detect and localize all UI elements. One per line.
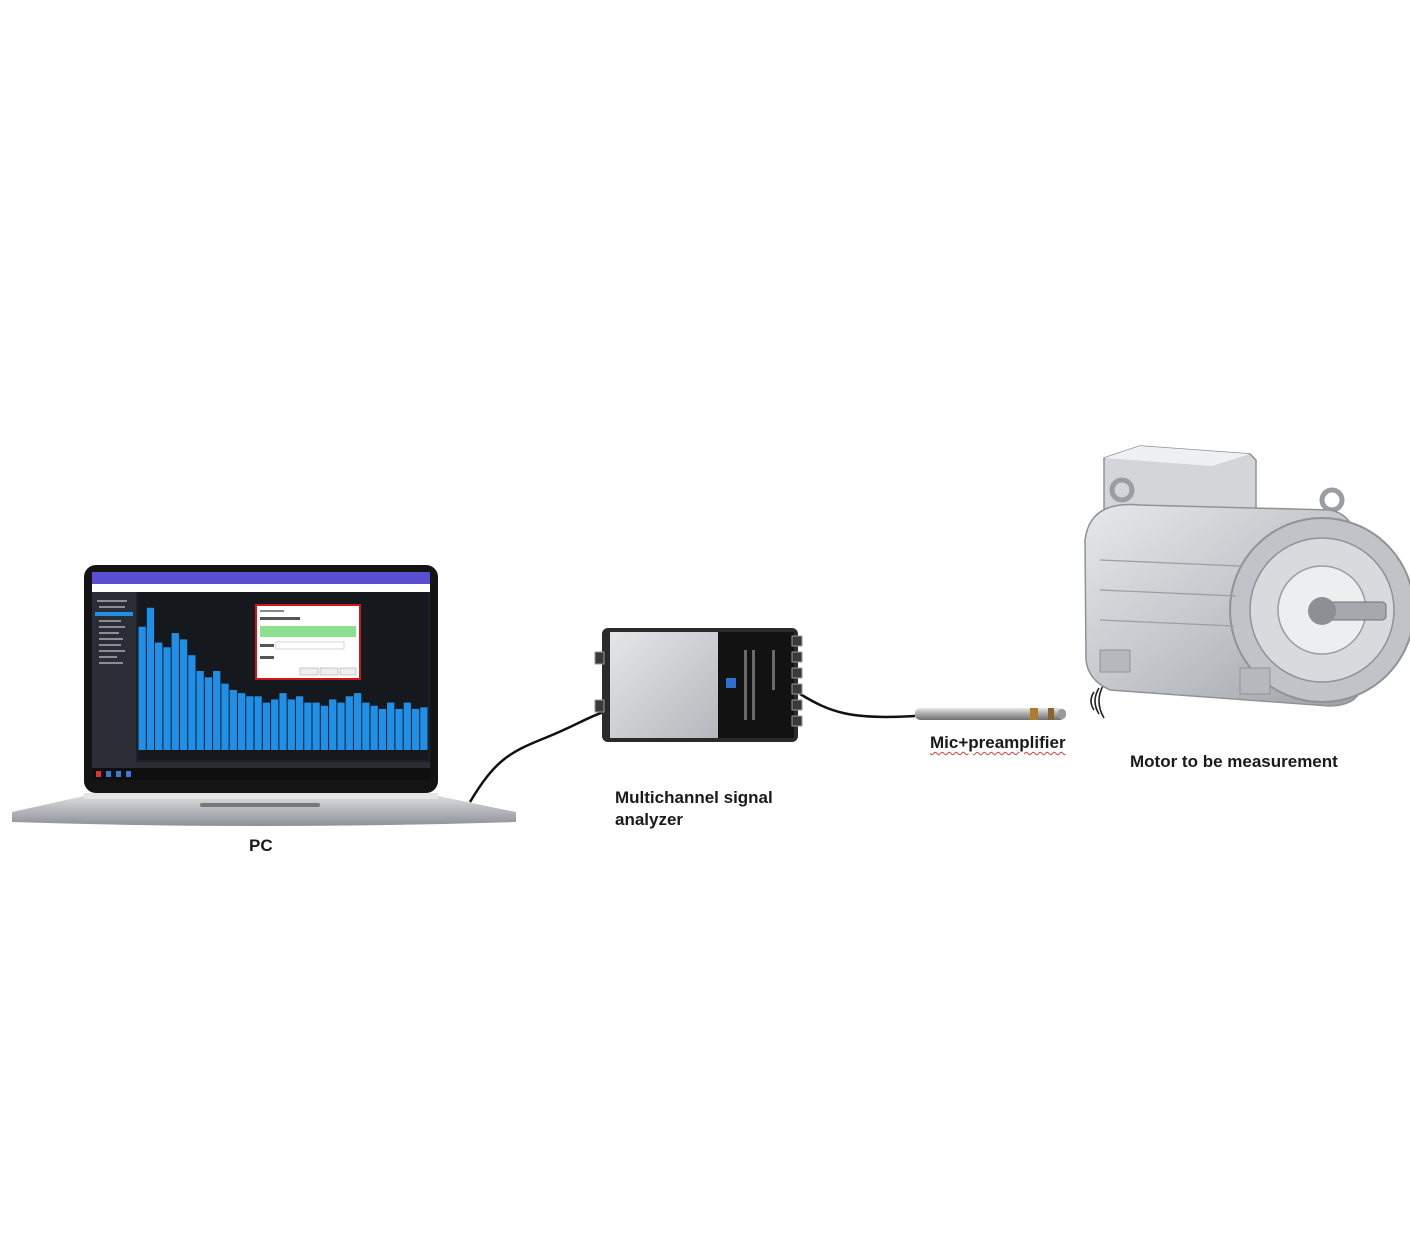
screen-bar [179, 639, 188, 750]
screen-bar [295, 696, 304, 750]
screen-bar [279, 693, 287, 750]
screen-bar [420, 707, 428, 750]
cable-pc-analyzer [468, 710, 605, 803]
screen-bar [287, 699, 295, 750]
screen-bar [138, 626, 146, 750]
screen-bar [171, 633, 179, 750]
screen-bar [362, 702, 370, 750]
analyzer-label: Multichannel signal analyzer [615, 788, 773, 829]
pc-label: PC [249, 836, 273, 855]
screen-bar [213, 671, 221, 750]
screen-bar [320, 705, 329, 750]
screen-bar [395, 708, 403, 750]
screen-bar [411, 708, 420, 750]
signal-analyzer-icon [594, 628, 803, 742]
screen-bar [271, 699, 279, 750]
mic-label: Mic+preamplifier [930, 733, 1066, 752]
screen-titlebar [92, 572, 430, 584]
screen-dialog [255, 604, 361, 680]
screen-sidebar [92, 592, 136, 768]
screen-bar [353, 693, 362, 750]
screen-bar [196, 671, 204, 750]
cable-analyzer-mic [799, 692, 916, 719]
screen-bar [229, 689, 237, 750]
screen-bar [262, 702, 271, 750]
screen-bar [378, 708, 387, 750]
screen-bar [254, 696, 262, 750]
laptop-icon [12, 565, 516, 826]
screen-bar [403, 702, 411, 750]
microphone-icon [915, 708, 1066, 720]
screen-bar [329, 699, 337, 750]
screen-bar [387, 702, 395, 750]
screen-bar [304, 702, 312, 750]
screen-taskbar [92, 768, 430, 780]
screen-bar [370, 705, 378, 750]
screen-bar [163, 647, 171, 750]
sound-waves-icon [1090, 683, 1105, 719]
screen-bar [188, 655, 196, 750]
screen-bar [312, 702, 320, 750]
screen-bar [221, 683, 229, 750]
motor-icon [1084, 445, 1410, 707]
screen-bar [204, 677, 213, 750]
screen-bar [246, 696, 254, 750]
screen-bar [237, 693, 246, 750]
screen-spectrum-bars [138, 607, 428, 750]
screen-bar [146, 607, 155, 750]
screen-bar [345, 696, 353, 750]
screen-bar [155, 642, 163, 750]
motor-label: Motor to be measurement [1130, 752, 1338, 771]
screen-bar [337, 702, 345, 750]
